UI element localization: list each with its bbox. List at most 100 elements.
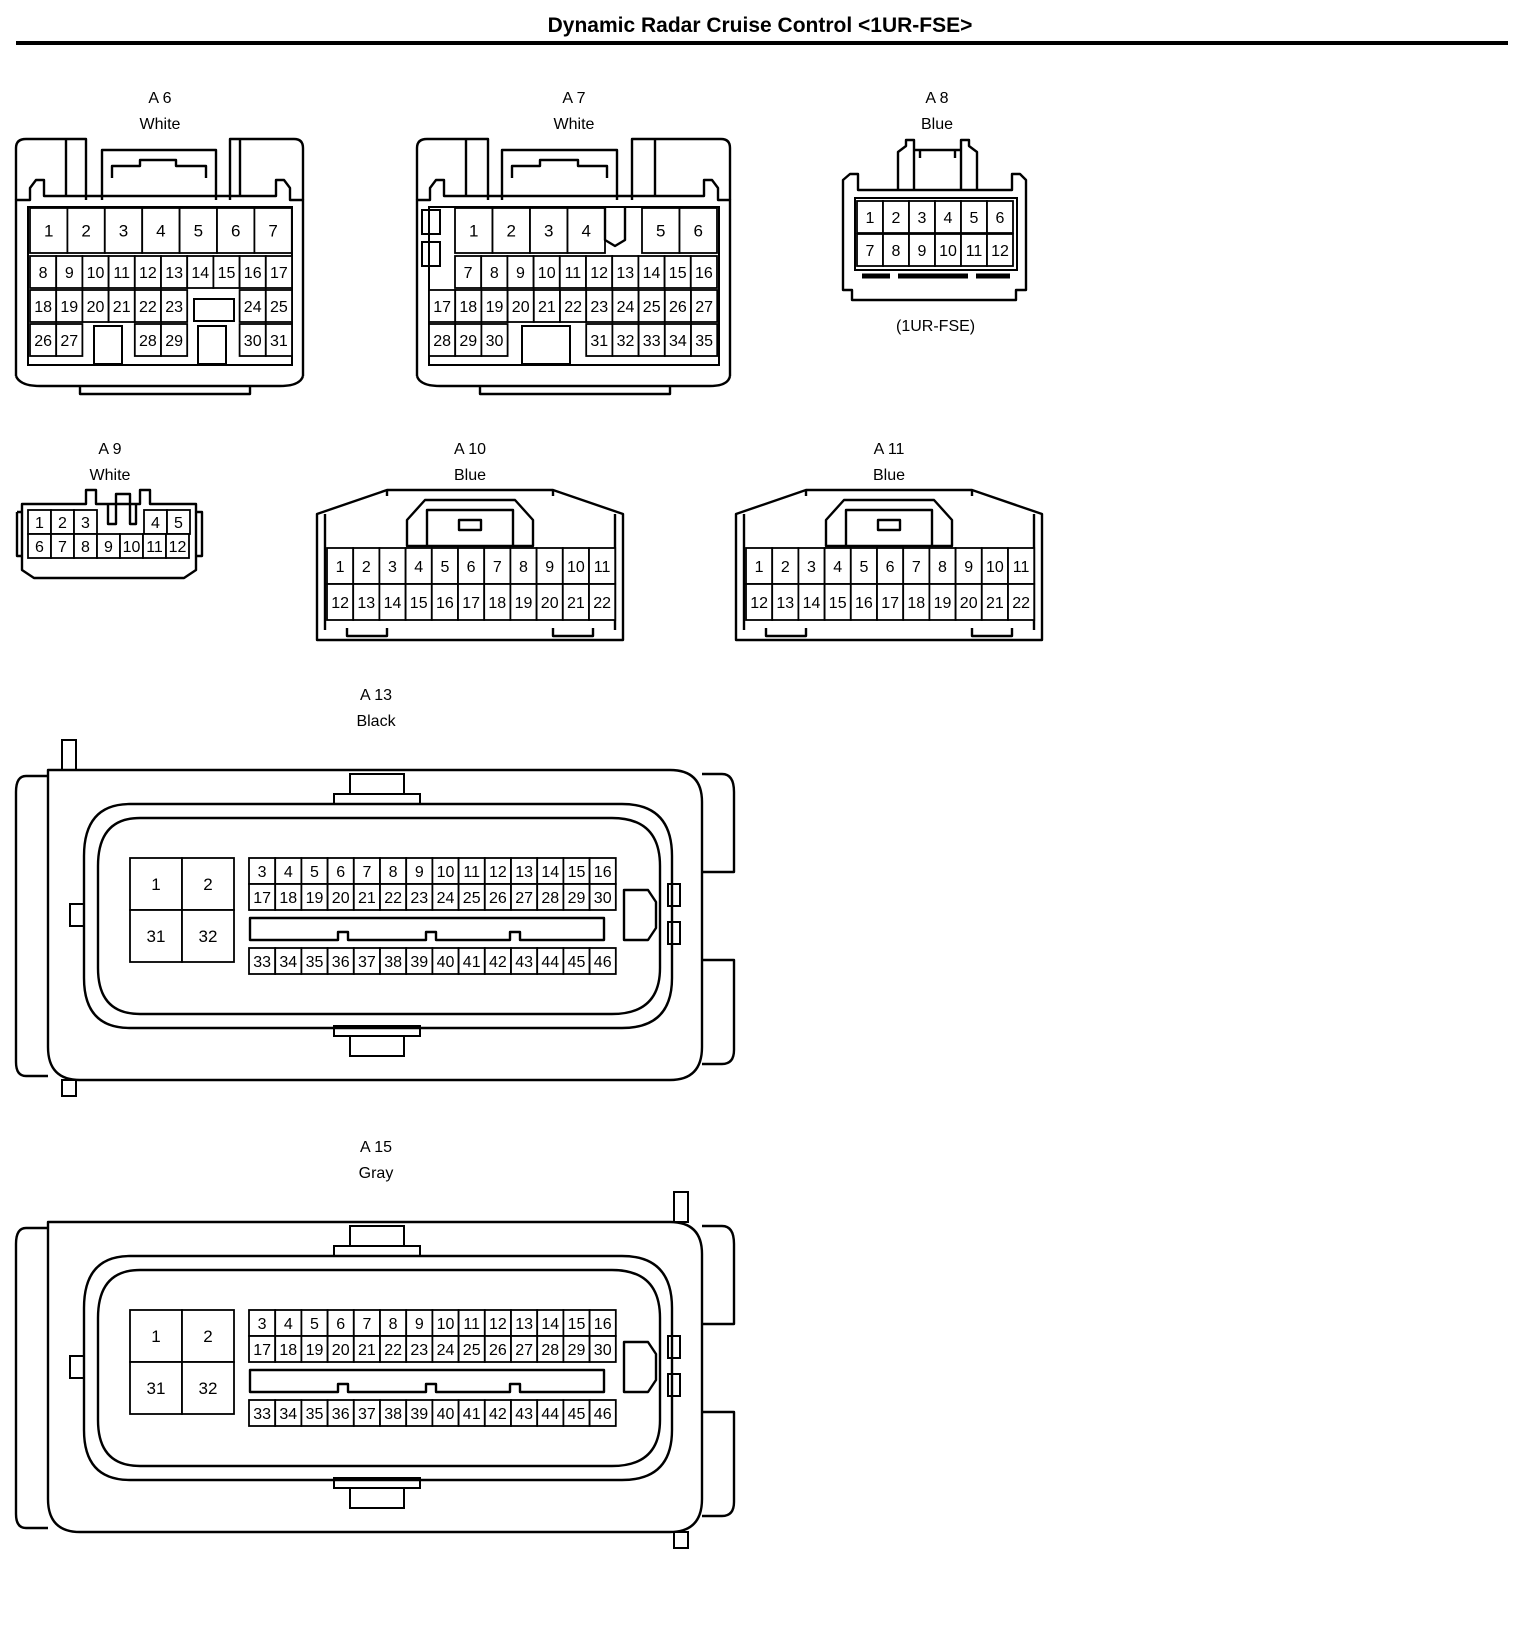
pin-number: 7 <box>362 1316 371 1333</box>
pin-number: 19 <box>306 1342 324 1359</box>
connector-color: Blue <box>872 467 906 484</box>
pin-25: 25 <box>457 1335 486 1363</box>
pin-number: 26 <box>34 333 52 350</box>
pin-5: 5 <box>430 547 459 585</box>
pin-30: 30 <box>588 1335 617 1363</box>
pin-number: 9 <box>918 243 927 260</box>
pin-16: 16 <box>588 1309 617 1337</box>
pin-number: 9 <box>545 559 554 576</box>
pin-15: 15 <box>823 583 852 621</box>
pin-number: 35 <box>695 333 713 350</box>
pin-4: 4 <box>143 509 168 535</box>
connector-color: White <box>139 116 181 133</box>
pin-8: 8 <box>29 255 58 289</box>
pin-number: 3 <box>258 1316 267 1333</box>
pin-6: 6 <box>326 1309 355 1337</box>
pin-41: 41 <box>457 1399 486 1427</box>
pin-11: 11 <box>1007 547 1036 585</box>
pin-number: 27 <box>695 299 713 316</box>
pin-18: 18 <box>29 289 58 323</box>
pin-number: 29 <box>568 890 586 907</box>
pin-number: 6 <box>35 539 44 556</box>
pin-4: 4 <box>823 547 852 585</box>
pin-6: 6 <box>216 207 256 254</box>
pin-35: 35 <box>300 947 329 975</box>
pin-16: 16 <box>588 857 617 885</box>
pin-number: 8 <box>892 243 901 260</box>
pin-number: 25 <box>643 299 661 316</box>
pin-number: 10 <box>437 864 455 881</box>
pin-1: 1 <box>745 547 774 585</box>
pin-37: 37 <box>352 947 381 975</box>
pin-number: 18 <box>279 890 297 907</box>
pin-27: 27 <box>690 289 719 323</box>
pin-46: 46 <box>588 947 617 975</box>
pin-24: 24 <box>431 1335 460 1363</box>
pin-number: 27 <box>515 1342 533 1359</box>
connector-id: A 7 <box>562 90 586 107</box>
pin-number: 11 <box>113 265 130 282</box>
pin-3: 3 <box>103 207 144 254</box>
pin-5: 5 <box>960 200 988 234</box>
pin-15: 15 <box>562 1309 591 1337</box>
pin-number: 11 <box>565 265 582 282</box>
pin-40: 40 <box>431 1399 460 1427</box>
pin-15: 15 <box>404 583 433 621</box>
pin-20: 20 <box>954 583 983 621</box>
pin-number: 16 <box>436 595 454 612</box>
pin-7: 7 <box>352 857 381 885</box>
pin-2: 2 <box>50 509 75 535</box>
pin-number: 1 <box>336 559 345 576</box>
connector-id: A 11 <box>873 441 905 458</box>
connector-color: White <box>553 116 595 133</box>
pin-number: 41 <box>463 1406 481 1423</box>
pin-4: 4 <box>566 207 606 254</box>
pin-27: 27 <box>510 883 539 911</box>
pin-number: 5 <box>194 222 203 241</box>
pin-20: 20 <box>81 289 110 323</box>
pin-5: 5 <box>849 547 878 585</box>
pin-number: 30 <box>594 890 612 907</box>
pin-number: 26 <box>489 890 507 907</box>
pin-10: 10 <box>431 857 460 885</box>
pin-number: 3 <box>81 515 90 532</box>
pin-39: 39 <box>405 1399 434 1427</box>
pin-number: 2 <box>81 222 90 241</box>
pin-10: 10 <box>980 547 1009 585</box>
pin-6: 6 <box>326 857 355 885</box>
pin-9: 9 <box>405 857 434 885</box>
pin-number: 8 <box>389 864 398 881</box>
pin-28: 28 <box>428 323 457 357</box>
pin-number: 34 <box>279 1406 297 1423</box>
pin-number: 18 <box>907 595 925 612</box>
pin-41: 41 <box>457 947 486 975</box>
pin-29: 29 <box>454 323 483 357</box>
pin-number: 14 <box>541 1316 559 1333</box>
pin-number: 12 <box>169 539 187 556</box>
pin-number: 29 <box>568 1342 586 1359</box>
pin-number: 13 <box>515 864 533 881</box>
pin-3: 3 <box>378 547 407 585</box>
pin-8: 8 <box>509 547 538 585</box>
pin-number: 1 <box>469 222 478 241</box>
pin-16: 16 <box>430 583 459 621</box>
pin-number: 34 <box>279 954 297 971</box>
pin-8: 8 <box>73 533 98 559</box>
pin-number: 42 <box>489 1406 507 1423</box>
connector-color: Blue <box>920 116 954 133</box>
pin-number: 31 <box>590 333 608 350</box>
pin-number: 8 <box>519 559 528 576</box>
pin-number: 22 <box>593 595 611 612</box>
pin-number: 30 <box>594 1342 612 1359</box>
pin-25: 25 <box>264 289 293 323</box>
pin-number: 1 <box>44 222 53 241</box>
pin-number: 13 <box>776 595 794 612</box>
pin-22: 22 <box>559 289 588 323</box>
pin-12: 12 <box>326 583 355 621</box>
pin-number: 8 <box>39 265 48 282</box>
pin-number: 4 <box>156 222 165 241</box>
pin-11: 11 <box>588 547 617 585</box>
pin-number: 21 <box>358 1342 376 1359</box>
pin-7: 7 <box>50 533 75 559</box>
